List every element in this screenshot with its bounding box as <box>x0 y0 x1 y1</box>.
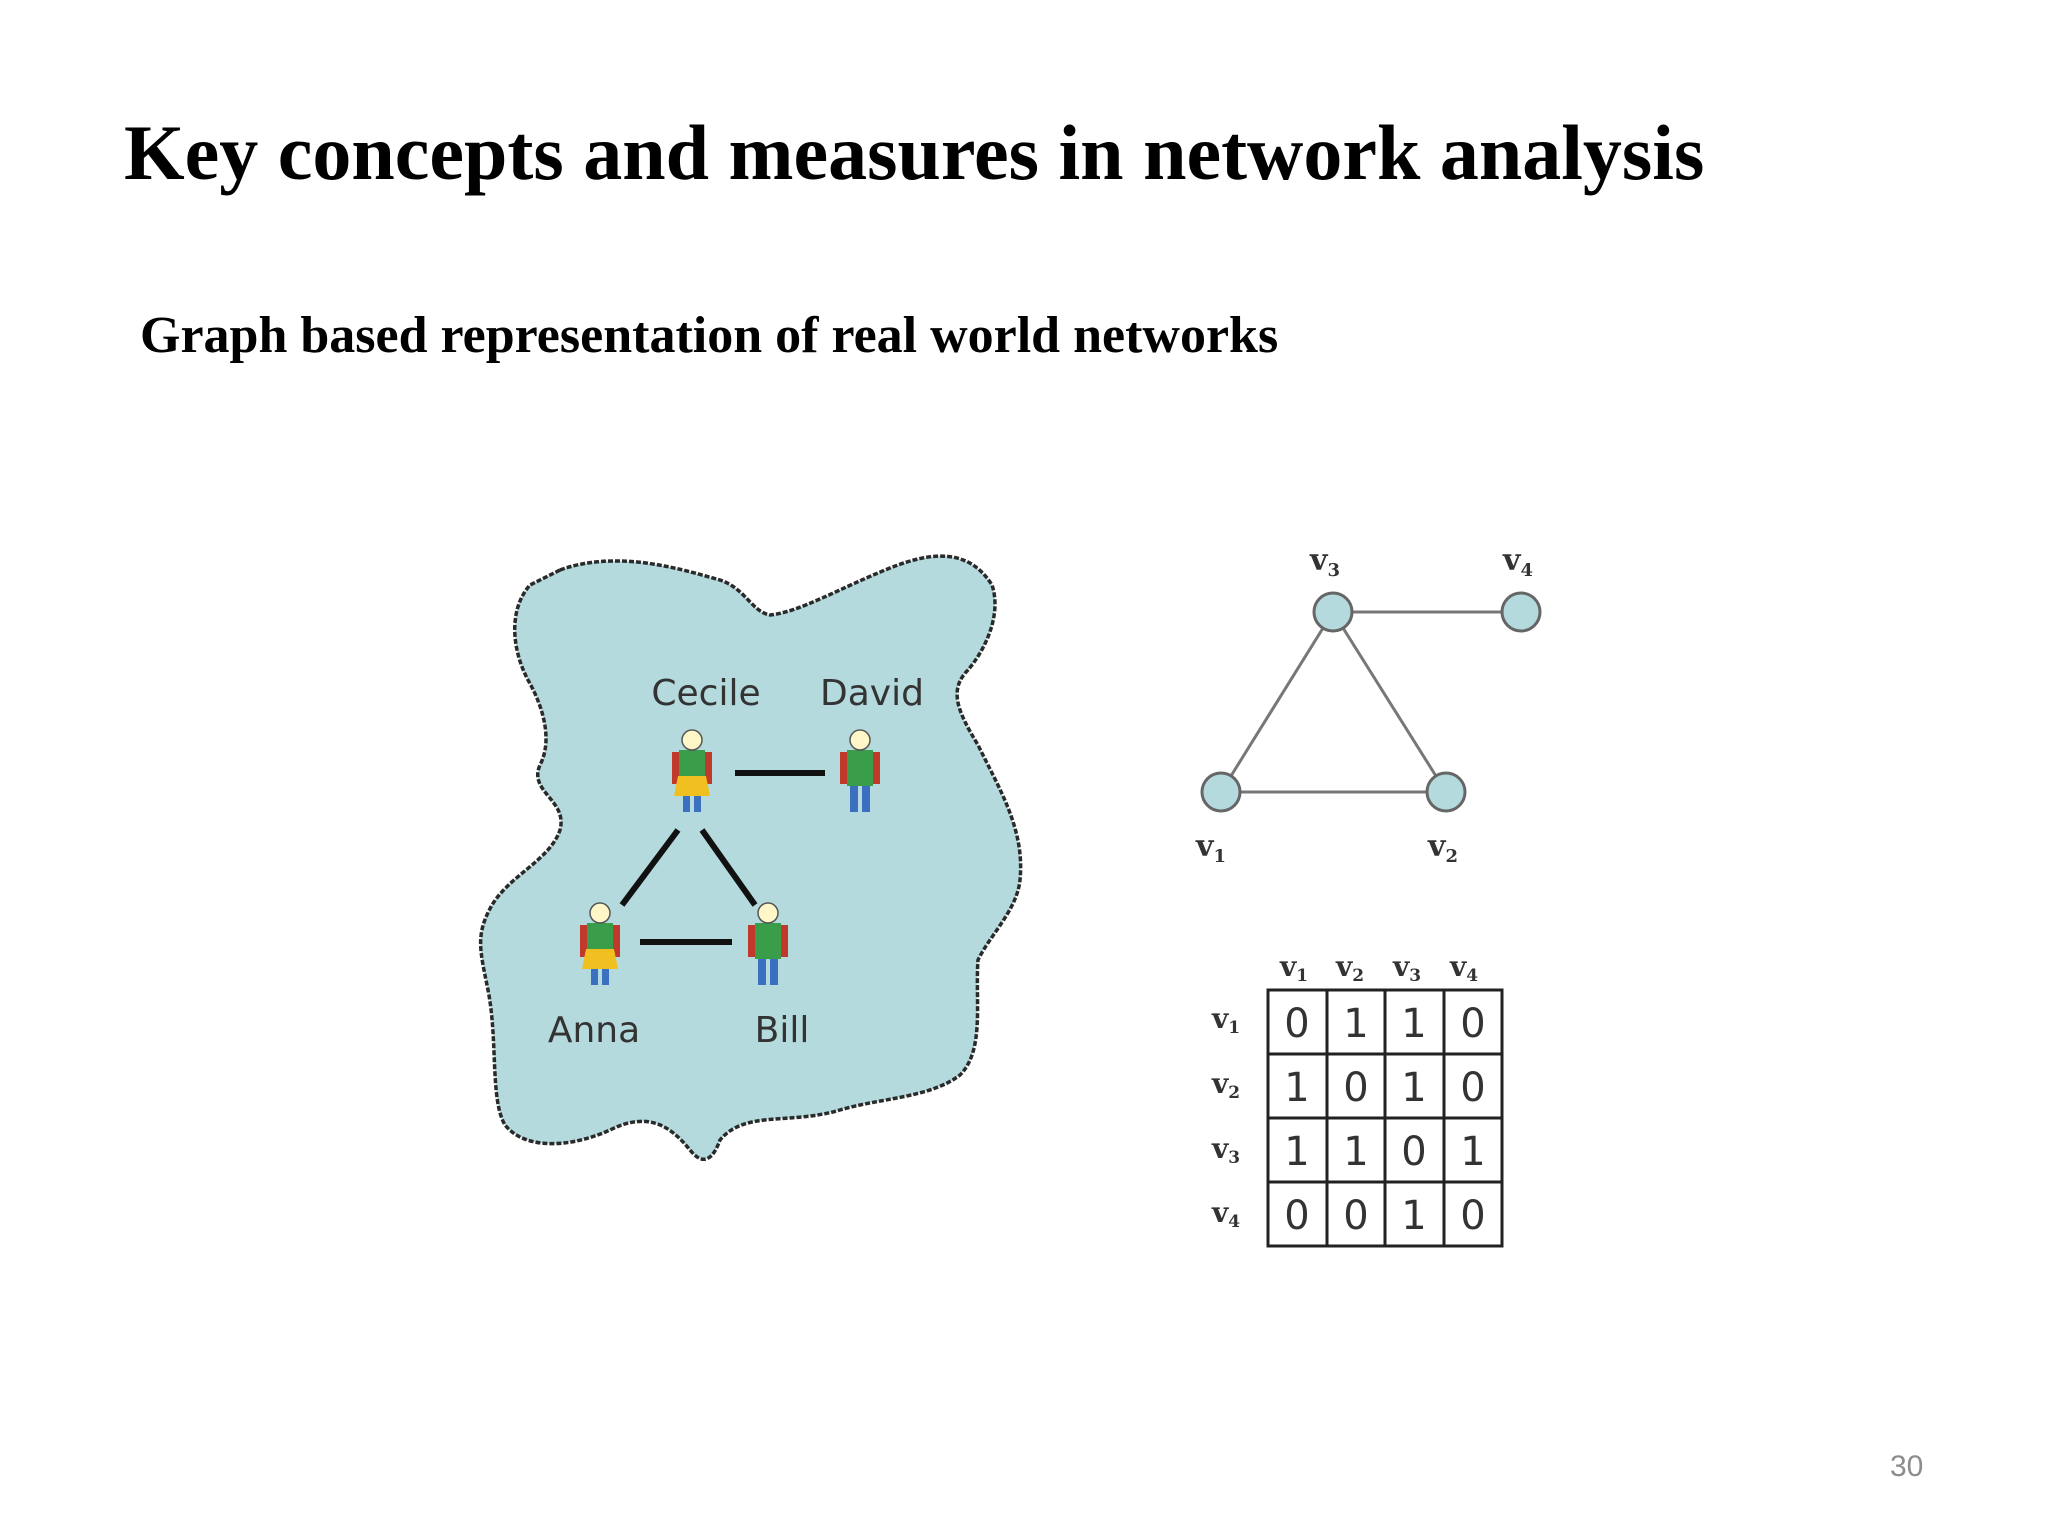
matrix-cell: 0 <box>1401 1129 1426 1175</box>
tie-cecile-bill <box>699 828 758 907</box>
vertex-v3 <box>1312 591 1354 633</box>
vertex-v1 <box>1200 771 1242 813</box>
vertex-v4 <box>1500 591 1542 633</box>
person-label-david: David <box>820 673 924 714</box>
vertex-v2 <box>1425 771 1467 813</box>
matrix-grid <box>1266 988 1504 1248</box>
matrix-cell: 1 <box>1401 1001 1426 1047</box>
matrix-cell: 0 <box>1284 1193 1309 1239</box>
matrix-row-headers: v1 v2 v3 v4 <box>1211 1002 1240 1232</box>
matrix-cell: 1 <box>1401 1193 1426 1239</box>
matrix-row-header: v4 <box>1211 1196 1240 1232</box>
matrix-col-header: v3 <box>1392 950 1421 986</box>
edge-v3-v2 <box>1331 611 1448 793</box>
vertex-label-v4: v4 <box>1502 543 1533 581</box>
matrix-cell: 0 <box>1460 1193 1485 1239</box>
person-label-cecile: Cecile <box>651 673 760 714</box>
edge-v3-v1 <box>1219 611 1335 793</box>
matrix-col-header: v4 <box>1449 950 1478 986</box>
matrix-row-header: v2 <box>1211 1067 1240 1103</box>
slide-number: 30 <box>1890 1450 1924 1483</box>
matrix-col-header: v1 <box>1279 950 1308 986</box>
matrix-cells: 0 1 1 0 1 0 1 0 1 1 0 1 0 0 1 0 <box>1284 1001 1485 1239</box>
vertex-label-v3: v3 <box>1309 543 1340 581</box>
matrix-cell: 1 <box>1284 1129 1309 1175</box>
vertex-label-v2: v2 <box>1427 829 1458 867</box>
matrix-cell: 1 <box>1343 1001 1368 1047</box>
matrix-cell: 1 <box>1460 1129 1485 1175</box>
abstract-graph: v3 v4 v1 v2 <box>1195 543 1542 867</box>
social-network: Cecile David Anna Bill <box>478 554 1023 1161</box>
slide-title: Key concepts and measures in network ana… <box>124 109 1705 196</box>
matrix-cell: 0 <box>1460 1065 1485 1111</box>
person-label-anna: Anna <box>548 1010 640 1051</box>
matrix-cell: 0 <box>1460 1001 1485 1047</box>
matrix-col-header: v2 <box>1335 950 1364 986</box>
matrix-cell: 1 <box>1343 1129 1368 1175</box>
tie-cecile-anna <box>619 828 681 907</box>
network-blob <box>478 554 1023 1161</box>
matrix-cell: 0 <box>1284 1001 1309 1047</box>
matrix-cell: 1 <box>1284 1065 1309 1111</box>
matrix-col-headers: v1 v2 v3 v4 <box>1279 950 1478 986</box>
matrix-cell: 0 <box>1343 1065 1368 1111</box>
vertex-label-v1: v1 <box>1195 829 1226 867</box>
adjacency-matrix: v1 v2 v3 v4 v1 v2 v3 v4 0 1 1 0 1 0 <box>1211 950 1504 1248</box>
matrix-row-header: v1 <box>1211 1002 1240 1038</box>
matrix-cell: 1 <box>1401 1065 1426 1111</box>
matrix-row-header: v3 <box>1211 1132 1240 1168</box>
slide-subtitle: Graph based representation of real world… <box>140 307 1279 364</box>
person-label-bill: Bill <box>755 1010 810 1051</box>
matrix-cell: 0 <box>1343 1193 1368 1239</box>
